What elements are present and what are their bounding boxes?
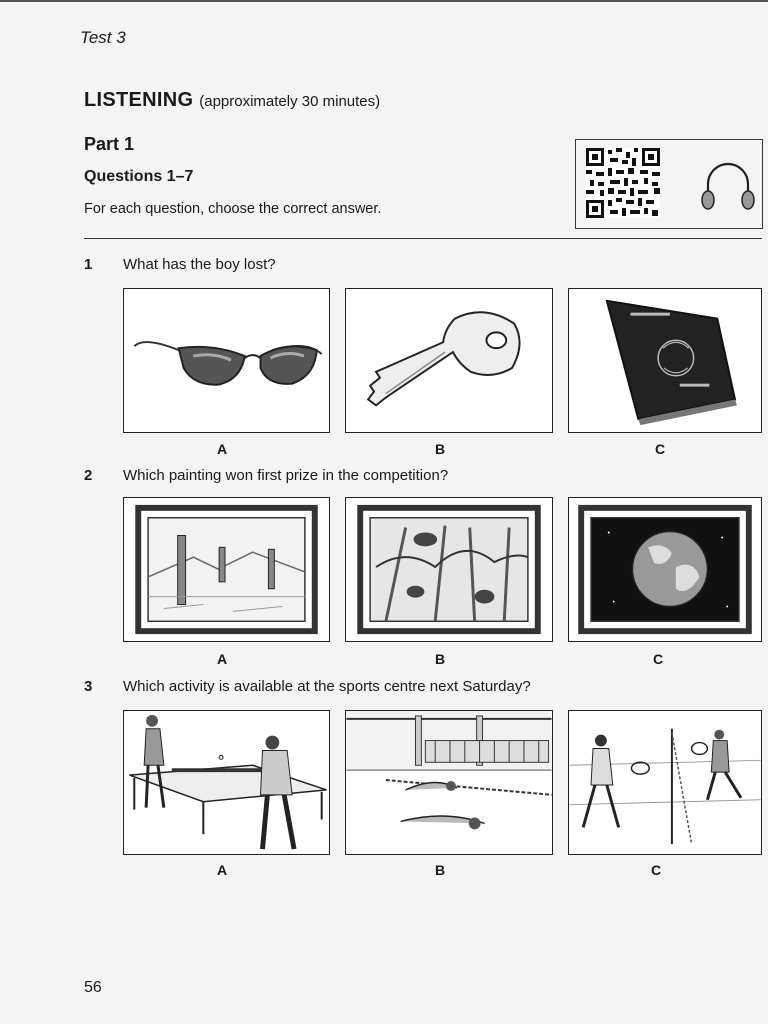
top-border [0, 0, 768, 2]
section-subtitle: (approximately 30 minutes) [199, 93, 381, 110]
tennis-picture [569, 728, 761, 845]
option-picture-1c[interactable] [568, 288, 762, 433]
option-picture-2b[interactable] [345, 497, 553, 642]
option-letter: C [650, 862, 662, 878]
option-letter: A [216, 441, 228, 457]
desert-painting-picture [135, 504, 318, 635]
question-text: Which activity is available at the sport… [123, 678, 531, 695]
questions-range: Questions 1–7 [84, 168, 194, 185]
option-picture-1b[interactable] [345, 288, 553, 433]
option-letter: A [216, 651, 228, 667]
option-picture-1a[interactable] [123, 288, 330, 433]
page-number: 56 [84, 979, 102, 996]
section-heading: LISTENING (approximately 30 minutes) [84, 89, 380, 112]
table-tennis-picture [129, 714, 327, 850]
option-letter: C [654, 441, 666, 457]
question-text: What has the boy lost? [123, 256, 276, 273]
key-picture [366, 311, 521, 407]
qr-code-icon[interactable] [586, 148, 660, 218]
swimming-picture [346, 711, 552, 830]
headphones-icon[interactable] [698, 158, 758, 212]
option-picture-2a[interactable] [123, 497, 330, 642]
option-letter: B [434, 862, 446, 878]
question-number: 3 [84, 678, 93, 695]
option-letter: B [434, 441, 446, 457]
test-label: Test 3 [80, 28, 126, 47]
option-letter: B [434, 651, 446, 667]
question-text: Which painting won first prize in the co… [123, 467, 449, 484]
passport-picture [605, 299, 737, 426]
option-letter: C [652, 651, 664, 667]
option-picture-3a[interactable] [123, 710, 330, 855]
jungle-painting-picture [357, 504, 541, 635]
part-title: Part 1 [84, 134, 135, 154]
sunglasses-picture [133, 341, 323, 386]
question-number: 2 [84, 467, 93, 484]
option-picture-3c[interactable] [568, 710, 762, 855]
audio-box [575, 139, 763, 229]
section-title: LISTENING [84, 89, 194, 111]
option-picture-2c[interactable] [568, 497, 762, 642]
instruction-text: For each question, choose the correct an… [84, 201, 382, 217]
option-letter: A [216, 862, 228, 878]
earth-painting-picture [578, 504, 752, 635]
option-picture-3b[interactable] [345, 710, 553, 855]
question-number: 1 [84, 256, 93, 273]
section-divider [84, 238, 762, 239]
